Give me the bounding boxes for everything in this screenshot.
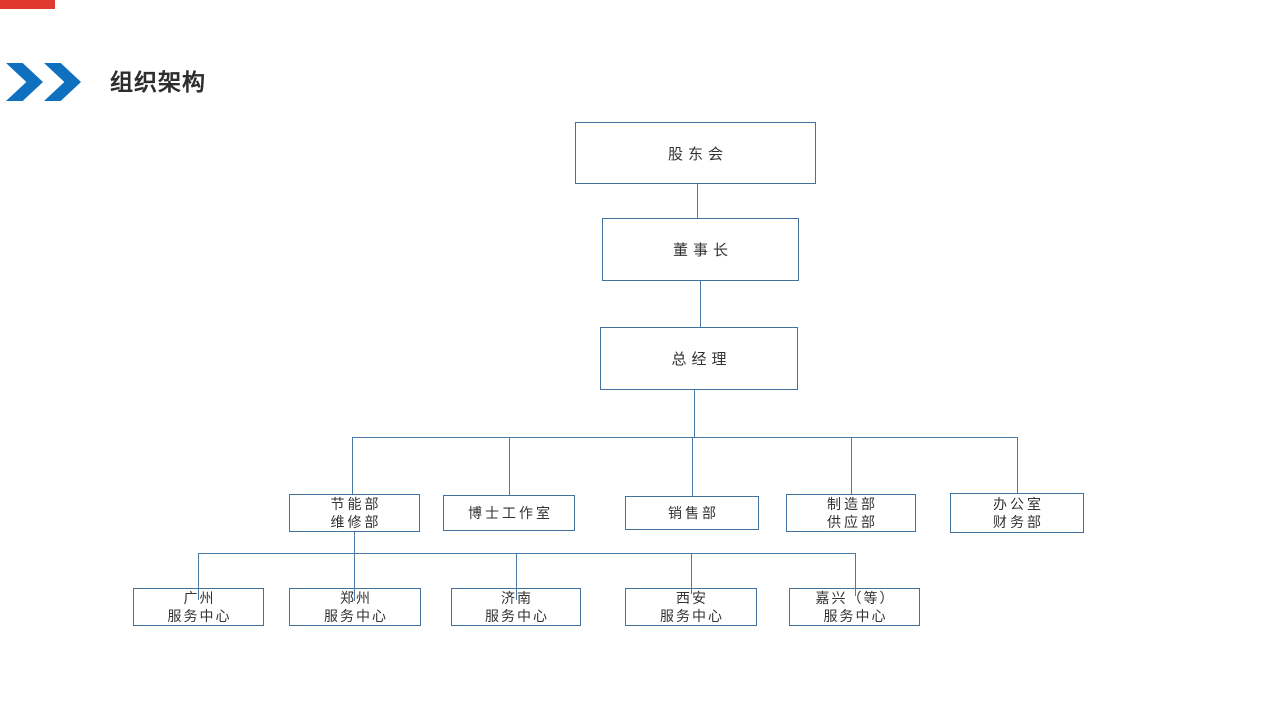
connector-drop-jiaxing bbox=[855, 553, 857, 596]
connector-drop-office bbox=[1017, 437, 1019, 493]
connector-drop-jinan bbox=[516, 553, 518, 600]
red-accent-bar bbox=[0, 0, 55, 9]
connector-drop-sales bbox=[692, 437, 694, 496]
org-node-label: 服务中心 bbox=[823, 608, 888, 624]
connector-service-bus bbox=[198, 553, 855, 555]
chevron-right-icon bbox=[6, 63, 43, 101]
connector-energy-bus bbox=[354, 532, 356, 553]
org-node-phd-studio: 博士工作室 bbox=[443, 495, 575, 531]
org-node-label: 节能部 bbox=[330, 496, 382, 512]
org-node-label: 博士工作室 bbox=[468, 505, 553, 521]
connector-gm-bus bbox=[694, 390, 696, 437]
org-node-manufacturing-supply: 制造部 供应部 bbox=[786, 494, 916, 532]
org-node-chairman: 董事长 bbox=[602, 218, 799, 281]
connector-shareholders-chairman bbox=[697, 184, 699, 218]
org-node-label: 财务部 bbox=[993, 514, 1044, 530]
org-node-energy-maintenance: 节能部 维修部 bbox=[289, 494, 420, 532]
org-node-label: 西安 bbox=[676, 590, 708, 606]
org-node-label: 服务中心 bbox=[485, 608, 549, 624]
org-node-label: 制造部 bbox=[827, 496, 878, 512]
org-node-shareholders: 股东会 bbox=[575, 122, 816, 184]
page-title: 组织架构 bbox=[110, 69, 206, 95]
connector-drop-manufacturing bbox=[851, 437, 853, 494]
org-node-label: 服务中心 bbox=[324, 608, 388, 624]
org-node-label: 供应部 bbox=[827, 514, 878, 530]
connector-drop-phd bbox=[509, 437, 511, 495]
org-node-general-manager: 总经理 bbox=[600, 327, 798, 390]
org-node-label: 服务中心 bbox=[660, 608, 724, 624]
org-node-jiaxing-service-center: 嘉兴（等） 服务中心 bbox=[789, 588, 920, 626]
org-node-label: 股东会 bbox=[667, 145, 728, 163]
org-node-label: 销售部 bbox=[668, 505, 719, 521]
connector-chairman-gm bbox=[700, 281, 702, 327]
org-node-label: 总经理 bbox=[671, 351, 732, 368]
org-node-label: 服务中心 bbox=[167, 608, 232, 624]
org-node-label: 嘉兴（等） bbox=[815, 590, 896, 606]
org-node-sales: 销售部 bbox=[625, 496, 759, 530]
chevron-right-icon bbox=[44, 63, 81, 101]
connector-dept-bus bbox=[352, 437, 1017, 439]
connector-drop-energy bbox=[352, 437, 354, 494]
org-node-label: 维修部 bbox=[330, 514, 382, 530]
connector-drop-xian bbox=[691, 553, 693, 594]
org-node-office-finance: 办公室 财务部 bbox=[950, 493, 1084, 533]
org-node-label: 办公室 bbox=[993, 496, 1044, 512]
org-node-label: 董事长 bbox=[672, 242, 733, 259]
connector-drop-zhengzhou bbox=[354, 553, 356, 601]
connector-drop-guangzhou bbox=[198, 553, 200, 600]
